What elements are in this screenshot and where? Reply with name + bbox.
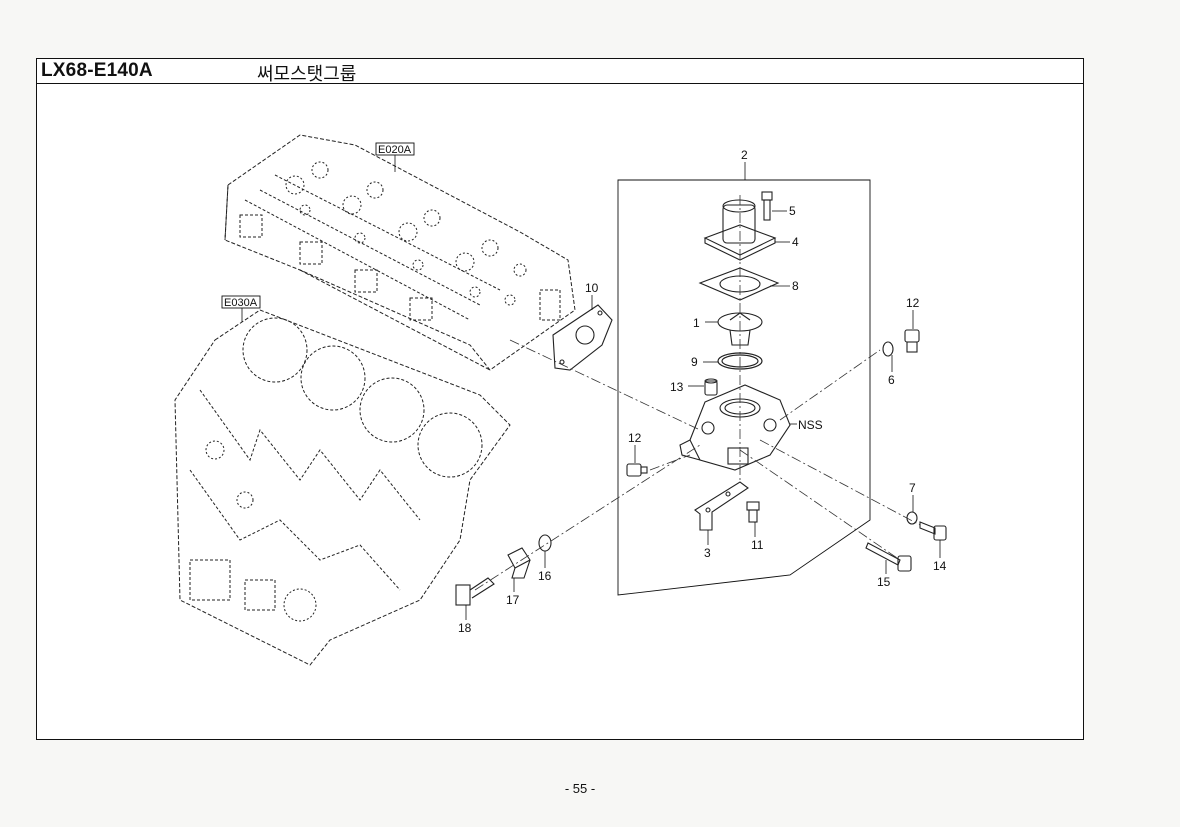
part-washer-6 <box>882 341 894 357</box>
part-bolt-15 <box>865 542 912 572</box>
part-plug-13 <box>704 378 718 396</box>
ref-label-e020a: E020A <box>378 144 412 156</box>
part-bracket-3 <box>694 481 749 531</box>
part-gasket-8 <box>698 267 780 301</box>
part-bolt-11 <box>746 501 760 523</box>
callout-9: 9 <box>691 355 698 369</box>
callout-13: 13 <box>670 380 684 394</box>
document-title: 써모스탯그룹 <box>257 64 357 85</box>
callout-2: 2 <box>741 148 748 162</box>
page-number: - 55 - <box>564 781 596 796</box>
callout-5: 5 <box>789 204 796 218</box>
part-sensor-18 <box>455 577 495 606</box>
callout-7: 7 <box>909 481 916 495</box>
callout-8: 8 <box>792 279 799 293</box>
part-thermostat-housing <box>679 384 791 471</box>
title-bar: LX68-E140A 써모스탯그룹 <box>37 59 1083 85</box>
cylinder-block <box>174 309 511 666</box>
note-nss: NSS <box>798 418 823 432</box>
part-thermostat-cover-4 <box>703 199 777 261</box>
callout-14: 14 <box>933 559 947 573</box>
assembly-lines <box>474 195 921 591</box>
callout-18: 18 <box>458 621 472 635</box>
part-washer-16 <box>538 534 552 552</box>
part-gasket-10 <box>552 304 613 371</box>
callout-12-right: 12 <box>906 296 920 310</box>
callout-11: 11 <box>751 538 764 552</box>
callout-6: 6 <box>888 373 895 387</box>
callout-4: 4 <box>792 235 799 249</box>
callout-3: 3 <box>704 546 711 560</box>
callout-12-left: 12 <box>628 431 642 445</box>
callout-1: 1 <box>693 316 700 330</box>
ref-label-e030a: E030A <box>224 297 258 309</box>
callout-10: 10 <box>585 281 599 295</box>
callout-16: 16 <box>538 569 552 583</box>
ref-box-e030a <box>221 295 261 309</box>
part-plug-12-right <box>904 329 920 353</box>
part-adapter-17 <box>507 547 531 579</box>
assembly-boundary <box>617 179 871 596</box>
cylinder-head <box>224 134 576 371</box>
drawing-sheet: LX68-E140A 써모스탯그룹 <box>36 58 1084 740</box>
part-plug-12-left <box>626 463 648 477</box>
callout-labels: 2 5 4 8 10 12 1 9 6 13 12 7 11 3 14 15 1… <box>458 148 947 635</box>
callout-15: 15 <box>877 575 891 589</box>
part-bolt-14 <box>919 521 947 541</box>
callout-17: 17 <box>506 593 520 607</box>
part-bolt-5 <box>761 191 773 221</box>
document-code: LX68-E140A <box>41 60 153 81</box>
